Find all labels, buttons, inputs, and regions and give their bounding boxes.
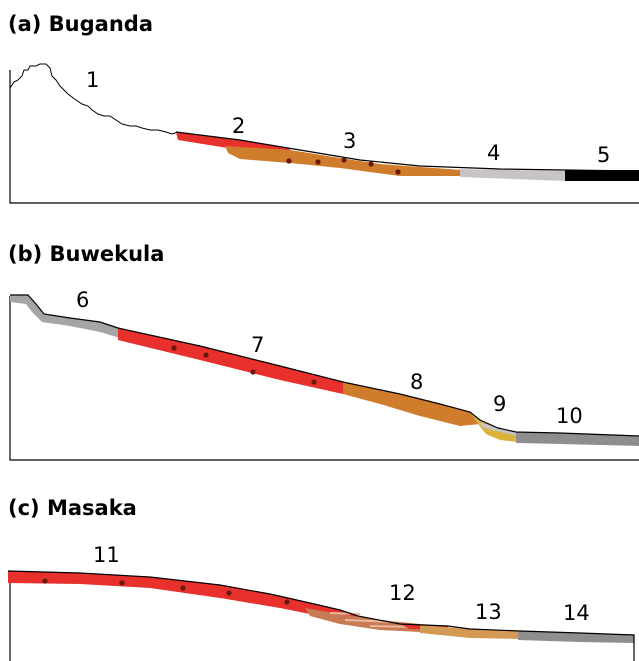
label-6: 6 bbox=[76, 288, 89, 312]
label-9: 9 bbox=[493, 392, 506, 416]
soil-dot bbox=[42, 578, 48, 584]
label-12: 12 bbox=[389, 581, 416, 605]
panel-b-frame bbox=[9, 296, 639, 461]
panel-a-lightgray-layer bbox=[460, 169, 565, 181]
label-1: 1 bbox=[86, 68, 99, 92]
panel-a-upland-surface bbox=[9, 63, 179, 135]
panel-b-soil-dots bbox=[171, 345, 317, 385]
panel-a-black-layer bbox=[565, 170, 639, 181]
panel-c-cross-section: 11 12 13 14 bbox=[7, 543, 635, 661]
soil-dot bbox=[284, 599, 290, 605]
soil-dot bbox=[286, 158, 292, 164]
panel-a-soil-dots bbox=[286, 157, 401, 175]
soil-dot bbox=[180, 585, 186, 591]
panel-a-frame bbox=[9, 70, 639, 204]
label-14: 14 bbox=[563, 601, 590, 625]
panel-b-title: (b) Buwekula bbox=[8, 242, 165, 266]
soil-dot bbox=[368, 161, 374, 167]
panel-a-slope-surface bbox=[175, 131, 639, 172]
panel-b-gray-upland bbox=[10, 295, 120, 338]
stripe bbox=[329, 612, 361, 615]
soil-dot bbox=[171, 345, 177, 351]
panel-c-red-layer bbox=[8, 571, 358, 622]
soil-dot bbox=[119, 580, 125, 586]
soil-dot bbox=[341, 157, 347, 163]
panel-c-title: (c) Masaka bbox=[8, 496, 137, 520]
label-8: 8 bbox=[410, 370, 423, 394]
panel-c-soil-dots bbox=[42, 578, 290, 605]
panel-b-slope-surface bbox=[10, 294, 639, 437]
soil-dot bbox=[315, 159, 321, 165]
label-4: 4 bbox=[487, 141, 500, 165]
label-2: 2 bbox=[232, 114, 245, 138]
label-5: 5 bbox=[597, 143, 610, 167]
label-11: 11 bbox=[93, 543, 120, 567]
soil-dot bbox=[203, 352, 209, 358]
panel-b-orange-layer bbox=[343, 382, 480, 426]
label-7: 7 bbox=[251, 333, 264, 357]
panel-c-slope-surface bbox=[7, 570, 635, 661]
panel-a-cross-section: 1 2 3 4 5 bbox=[9, 63, 639, 204]
soil-dot bbox=[250, 369, 256, 375]
panel-b-cross-section: 6 7 8 9 10 bbox=[9, 288, 639, 461]
soil-dot bbox=[395, 169, 401, 175]
label-10: 10 bbox=[556, 404, 583, 428]
panel-b-lightgray-wedge bbox=[478, 422, 518, 436]
panel-b-gray-layer bbox=[516, 432, 639, 446]
soil-dot bbox=[311, 379, 317, 385]
panel-a-title: (a) Buganda bbox=[8, 12, 153, 36]
label-3: 3 bbox=[343, 129, 356, 153]
panel-b-red-layer bbox=[118, 328, 343, 394]
label-13: 13 bbox=[475, 600, 502, 624]
panel-c-tan-layer bbox=[420, 625, 520, 639]
soil-dot bbox=[226, 590, 232, 596]
